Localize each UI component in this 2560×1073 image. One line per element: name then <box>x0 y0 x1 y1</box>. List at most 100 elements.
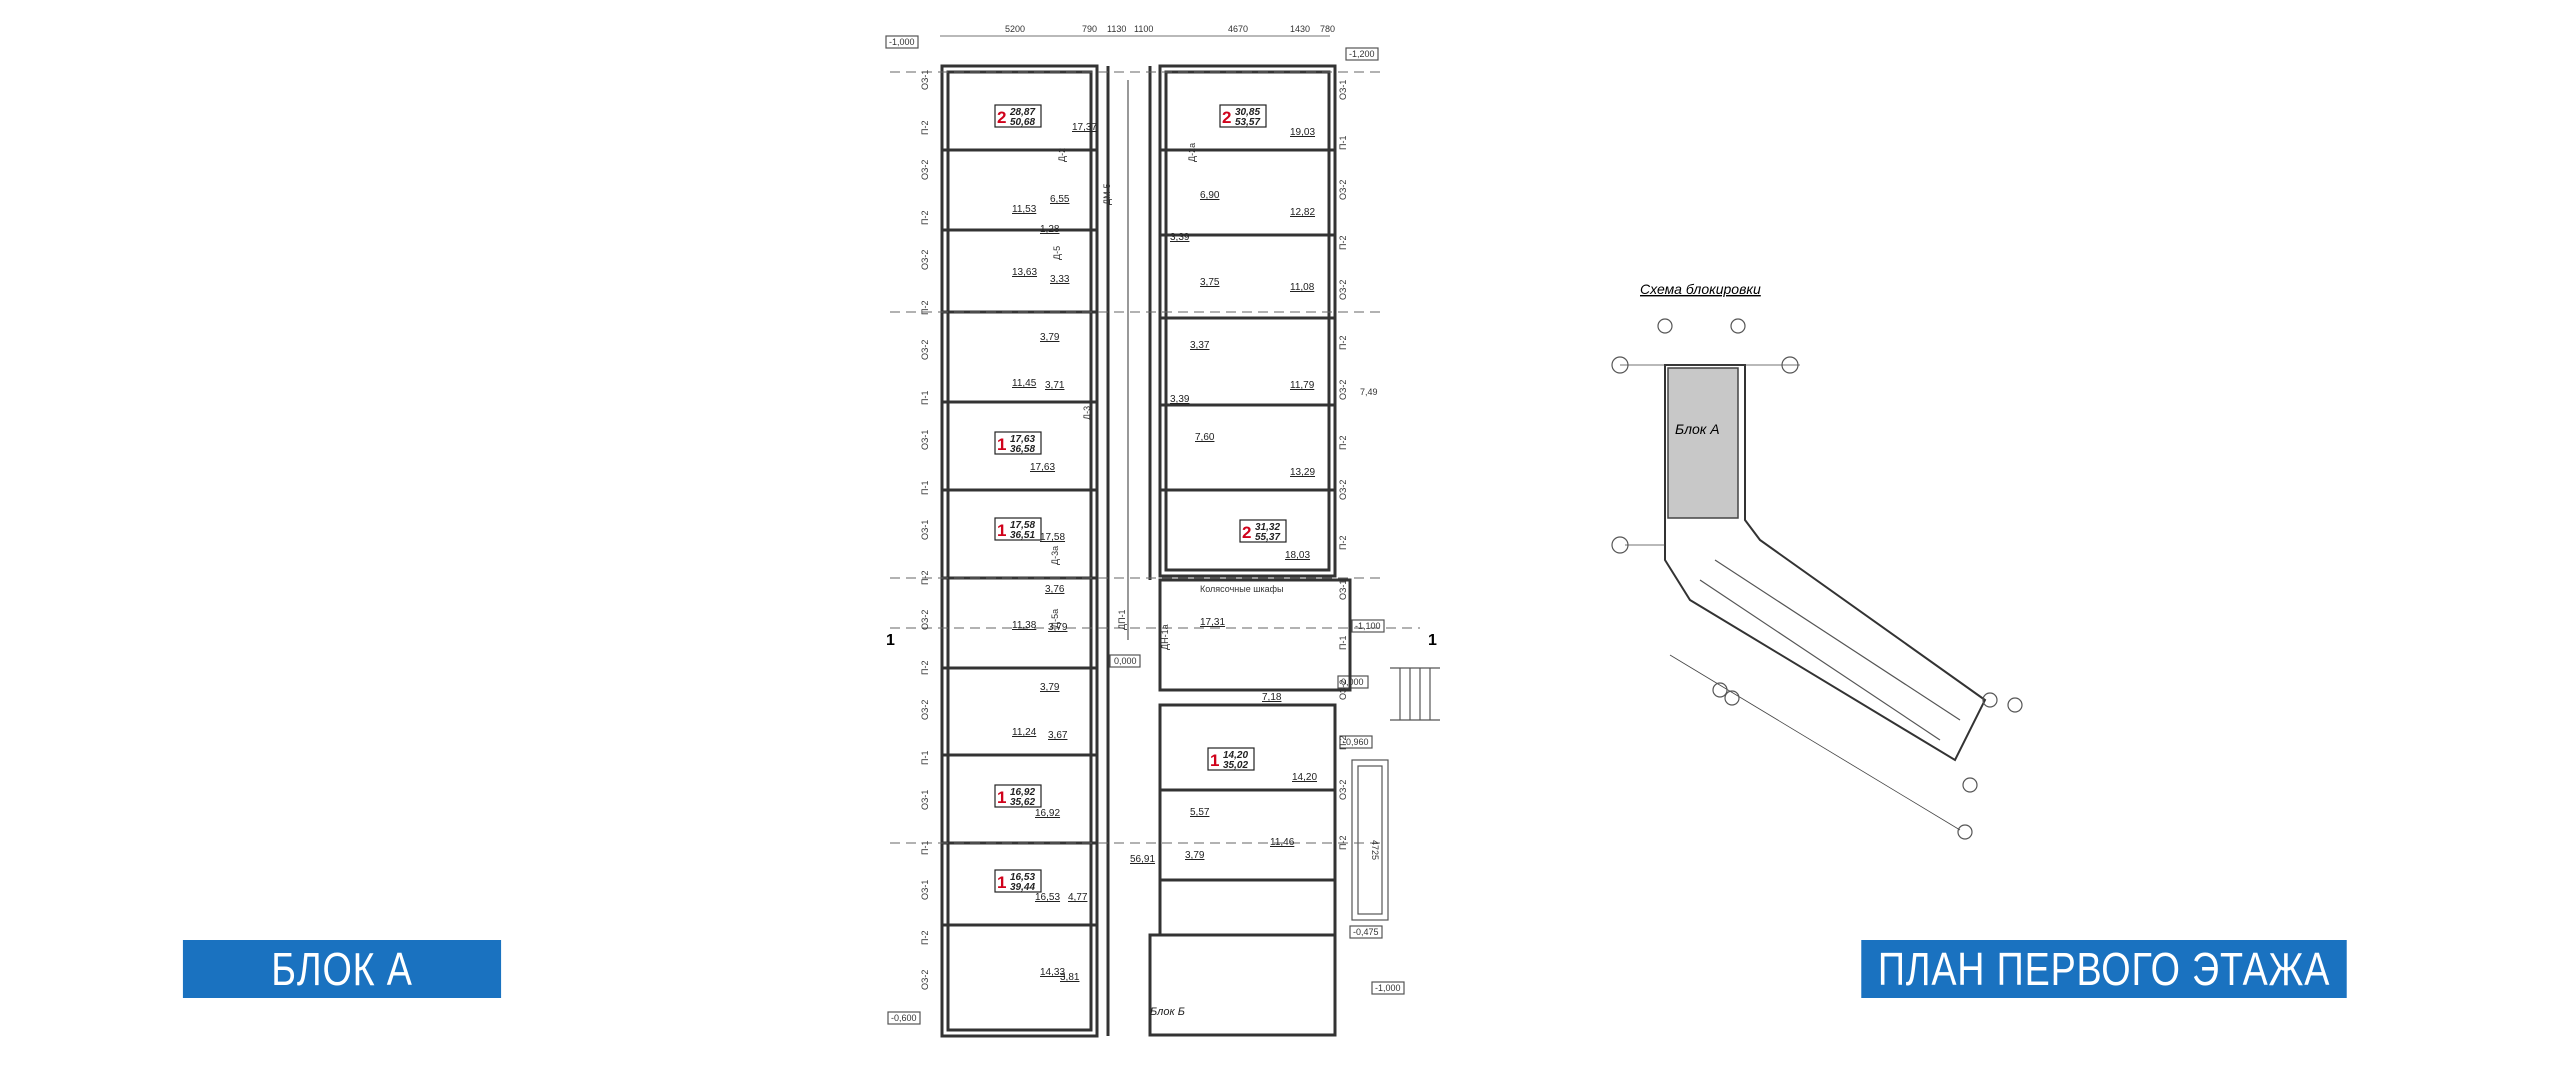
apartment-total-area: 53,57 <box>1235 117 1260 128</box>
window-label-left: ОЗ-2 <box>920 610 930 630</box>
window-label-right: П-1 <box>1338 636 1348 650</box>
window-label-right: ОЗ-1 <box>1338 80 1348 100</box>
room-area-label: 11,53 <box>1012 204 1037 215</box>
window-label-left: П-1 <box>920 391 930 405</box>
window-label-right: П-2 <box>1338 436 1348 450</box>
room-area-label: 3,39 <box>1170 394 1190 405</box>
dim-label: 790 <box>1082 24 1097 34</box>
room-area-label: 3,37 <box>1190 340 1210 351</box>
door-label: Д-5 <box>1052 246 1062 260</box>
apartment-room-count: 2 <box>1222 108 1231 127</box>
section-mark-right: 1 <box>1428 632 1437 649</box>
level-bottom-left: -0,600 <box>891 1013 917 1023</box>
apartment-badge-box <box>994 431 1042 455</box>
apartment-living-area: 28,87 <box>1009 107 1035 118</box>
window-label-right: П-2 <box>1338 736 1348 750</box>
window-label-left: ОЗ-2 <box>920 160 930 180</box>
ramp <box>1351 667 1440 921</box>
room-area-label: 13,29 <box>1290 467 1315 478</box>
room-area-label: 6,55 <box>1050 194 1070 205</box>
door-label: ДП-1 <box>1117 609 1127 630</box>
apartment-badge-box <box>994 869 1042 893</box>
block-a-shade <box>1667 367 1739 519</box>
door-label: ДМ-5 <box>1102 183 1112 205</box>
room-area-label: 17,37 <box>1072 122 1097 133</box>
corridor <box>1106 66 1152 1036</box>
room-area-label: 3,39 <box>1170 232 1190 243</box>
window-label-right: ОЗ-1 <box>1338 580 1348 600</box>
room-area-label: 11,45 <box>1012 378 1037 389</box>
room-area-label: 11,24 <box>1012 727 1037 738</box>
apartment-living-area: 31,32 <box>1255 522 1280 533</box>
window-label-left: П-2 <box>920 211 930 225</box>
room-area-label: 11,38 <box>1012 620 1037 631</box>
apartment-badge-box <box>1207 747 1255 771</box>
level-bottom-right: -1,000 <box>1375 983 1401 993</box>
room-area-label: 3,79 <box>1185 850 1205 861</box>
room-area-label: 3,71 <box>1045 380 1065 391</box>
room-area-label: 11,08 <box>1290 282 1315 293</box>
door-label: ДН-1а <box>1160 624 1170 650</box>
room-area-label: 16,53 <box>1035 892 1060 903</box>
right-block-walls <box>1148 64 1352 1037</box>
window-labels-right: ОЗ-1П-1ОЗ-2П-2ОЗ-2П-2ОЗ-2П-2ОЗ-2П-2ОЗ-1П… <box>1338 80 1348 850</box>
room-area-label: 3,79 <box>1048 622 1068 633</box>
blocking-schema: Схема блокировки Блок А <box>1611 281 2023 840</box>
window-label-left: ОЗ-1 <box>920 70 930 90</box>
room-area-label: 11,46 <box>1270 837 1295 848</box>
window-label-left: ОЗ-1 <box>920 520 930 540</box>
room-area-label: 14,33 <box>1040 967 1065 978</box>
dim-label: 1100 <box>1134 24 1153 34</box>
window-label-left: ОЗ-1 <box>920 790 930 810</box>
level-markers: -1,000 -1,200 0,000 -1,100 0,000 -0,960 … <box>885 35 1405 1025</box>
dim-label: 1130 <box>1107 24 1126 34</box>
room-area-label: 17,63 <box>1030 462 1055 473</box>
section-mark-left: 1 <box>886 632 895 649</box>
level-mid-right2: 0,000 <box>1341 677 1364 687</box>
room-area-label: 56,91 <box>1130 854 1155 865</box>
room-area-label: 17,58 <box>1040 532 1065 543</box>
room-area-label: 17,31 <box>1200 617 1225 628</box>
room-area-label: 3,33 <box>1050 274 1070 285</box>
room-area-label: 3,81 <box>1060 972 1080 983</box>
apartment-living-area: 16,53 <box>1010 872 1035 883</box>
window-label-right: П-2 <box>1338 836 1348 850</box>
room-area-label: 3,79 <box>1040 682 1060 693</box>
room-area-label: 3,79 <box>1040 332 1060 343</box>
door-label: Д-2а <box>1187 143 1197 162</box>
room-area-label: 14,20 <box>1292 772 1317 783</box>
apartment-badge-box <box>1239 519 1287 543</box>
door-label: Д-2 <box>1057 148 1067 162</box>
apartment-room-count: 1 <box>997 435 1006 454</box>
block-b-label: Блок Б <box>1150 1006 1185 1018</box>
level-mid-left: 0,000 <box>1114 656 1137 666</box>
window-label-right: П-2 <box>1338 236 1348 250</box>
door-label: Д-3а <box>1050 546 1060 565</box>
room-area-label: 16,92 <box>1035 808 1060 819</box>
window-label-left: П-2 <box>920 571 930 585</box>
plan-title-banner: ПЛАН ПЕРВОГО ЭТАЖА <box>1861 940 2347 998</box>
window-label-right: П-1 <box>1338 136 1348 150</box>
dim-label: 780 <box>1320 24 1335 34</box>
window-label-left: П-1 <box>920 841 930 855</box>
room-area-label: 6,90 <box>1200 190 1220 201</box>
block-title-banner: БЛОК А <box>182 940 502 998</box>
room-area-label: 5,57 <box>1190 807 1210 818</box>
apartment-living-area: 16,92 <box>1010 787 1035 798</box>
left-block-walls <box>940 64 1099 1038</box>
apartment-living-area: 17,58 <box>1010 520 1035 531</box>
apartment-total-area: 35,62 <box>1010 797 1035 808</box>
apartment-room-count: 1 <box>997 788 1006 807</box>
door-label: Д-3 <box>1082 406 1092 420</box>
dim-label: 5200 <box>1005 24 1025 34</box>
window-label-left: П-2 <box>920 931 930 945</box>
apartment-room-count: 1 <box>997 873 1006 892</box>
